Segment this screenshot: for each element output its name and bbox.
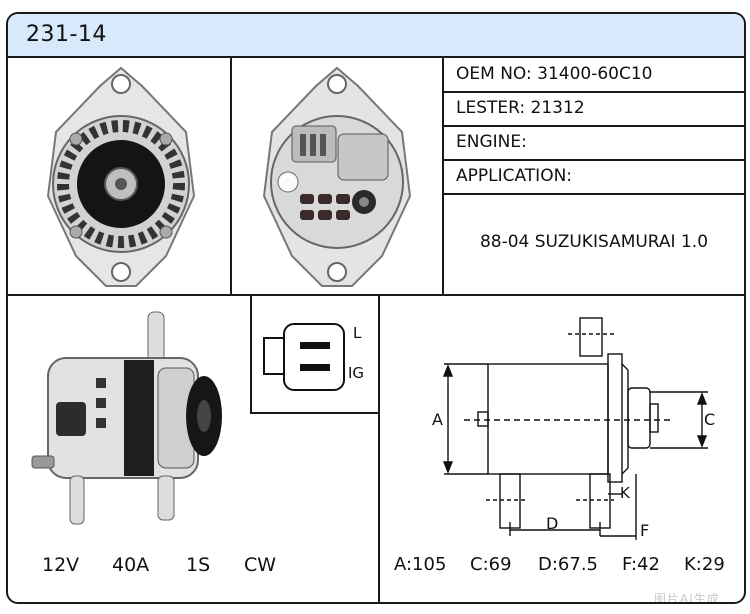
header-bar: 231-14 bbox=[8, 14, 744, 58]
connector-pin-l: L bbox=[353, 324, 362, 342]
spec-row-line-3 bbox=[442, 159, 744, 161]
dimension-f: F:42 bbox=[622, 554, 660, 575]
spec-row-line-2 bbox=[442, 125, 744, 127]
divider-top-left bbox=[230, 56, 232, 294]
connector-box-left bbox=[250, 294, 252, 414]
mount-value: 1S bbox=[186, 554, 211, 576]
watermark-text: 图片AI生成 bbox=[654, 592, 720, 604]
dimension-k: K:29 bbox=[684, 554, 725, 575]
dimension-d: D:67.5 bbox=[538, 554, 599, 575]
drawing-label-f: F bbox=[640, 521, 650, 540]
spec-row-line-1 bbox=[442, 91, 744, 93]
amperage-value: 40A bbox=[112, 554, 150, 576]
alternator-rear-photo bbox=[262, 66, 412, 287]
connector-box-bottom bbox=[250, 412, 380, 414]
engine-label: ENGINE: bbox=[456, 132, 527, 152]
model-number: 231-14 bbox=[26, 22, 107, 47]
divider-bottom-left bbox=[378, 294, 380, 602]
rotation-value: CW bbox=[244, 554, 277, 576]
drawing-label-k: K bbox=[620, 484, 630, 502]
alternator-side-photo bbox=[31, 311, 222, 525]
divider-top-right bbox=[442, 56, 444, 294]
drawing-label-d: D bbox=[546, 514, 559, 533]
voltage-value: 12V bbox=[42, 554, 80, 576]
divider-middle bbox=[8, 294, 744, 296]
alternator-front-photo bbox=[46, 66, 196, 287]
application-value: 88-04 SUZUKISAMURAI 1.0 bbox=[479, 232, 709, 252]
drawing-label-a: A bbox=[432, 410, 443, 429]
spec-row-line-4 bbox=[442, 193, 744, 195]
oem-number: OEM NO: 31400-60C10 bbox=[456, 64, 653, 84]
lester-number: LESTER: 21312 bbox=[456, 98, 585, 118]
dimension-drawing bbox=[442, 317, 708, 540]
connector-plug-icon bbox=[263, 323, 345, 391]
dimension-c: C:69 bbox=[470, 554, 512, 575]
product-card: 231-14 OEM NO: 31400-60C10 LESTER: 21312… bbox=[6, 12, 746, 604]
application-label: APPLICATION: bbox=[456, 166, 573, 186]
dimension-a: A:105 bbox=[394, 554, 447, 575]
drawing-label-c: C bbox=[704, 410, 716, 429]
connector-pin-ig: IG bbox=[348, 364, 365, 382]
